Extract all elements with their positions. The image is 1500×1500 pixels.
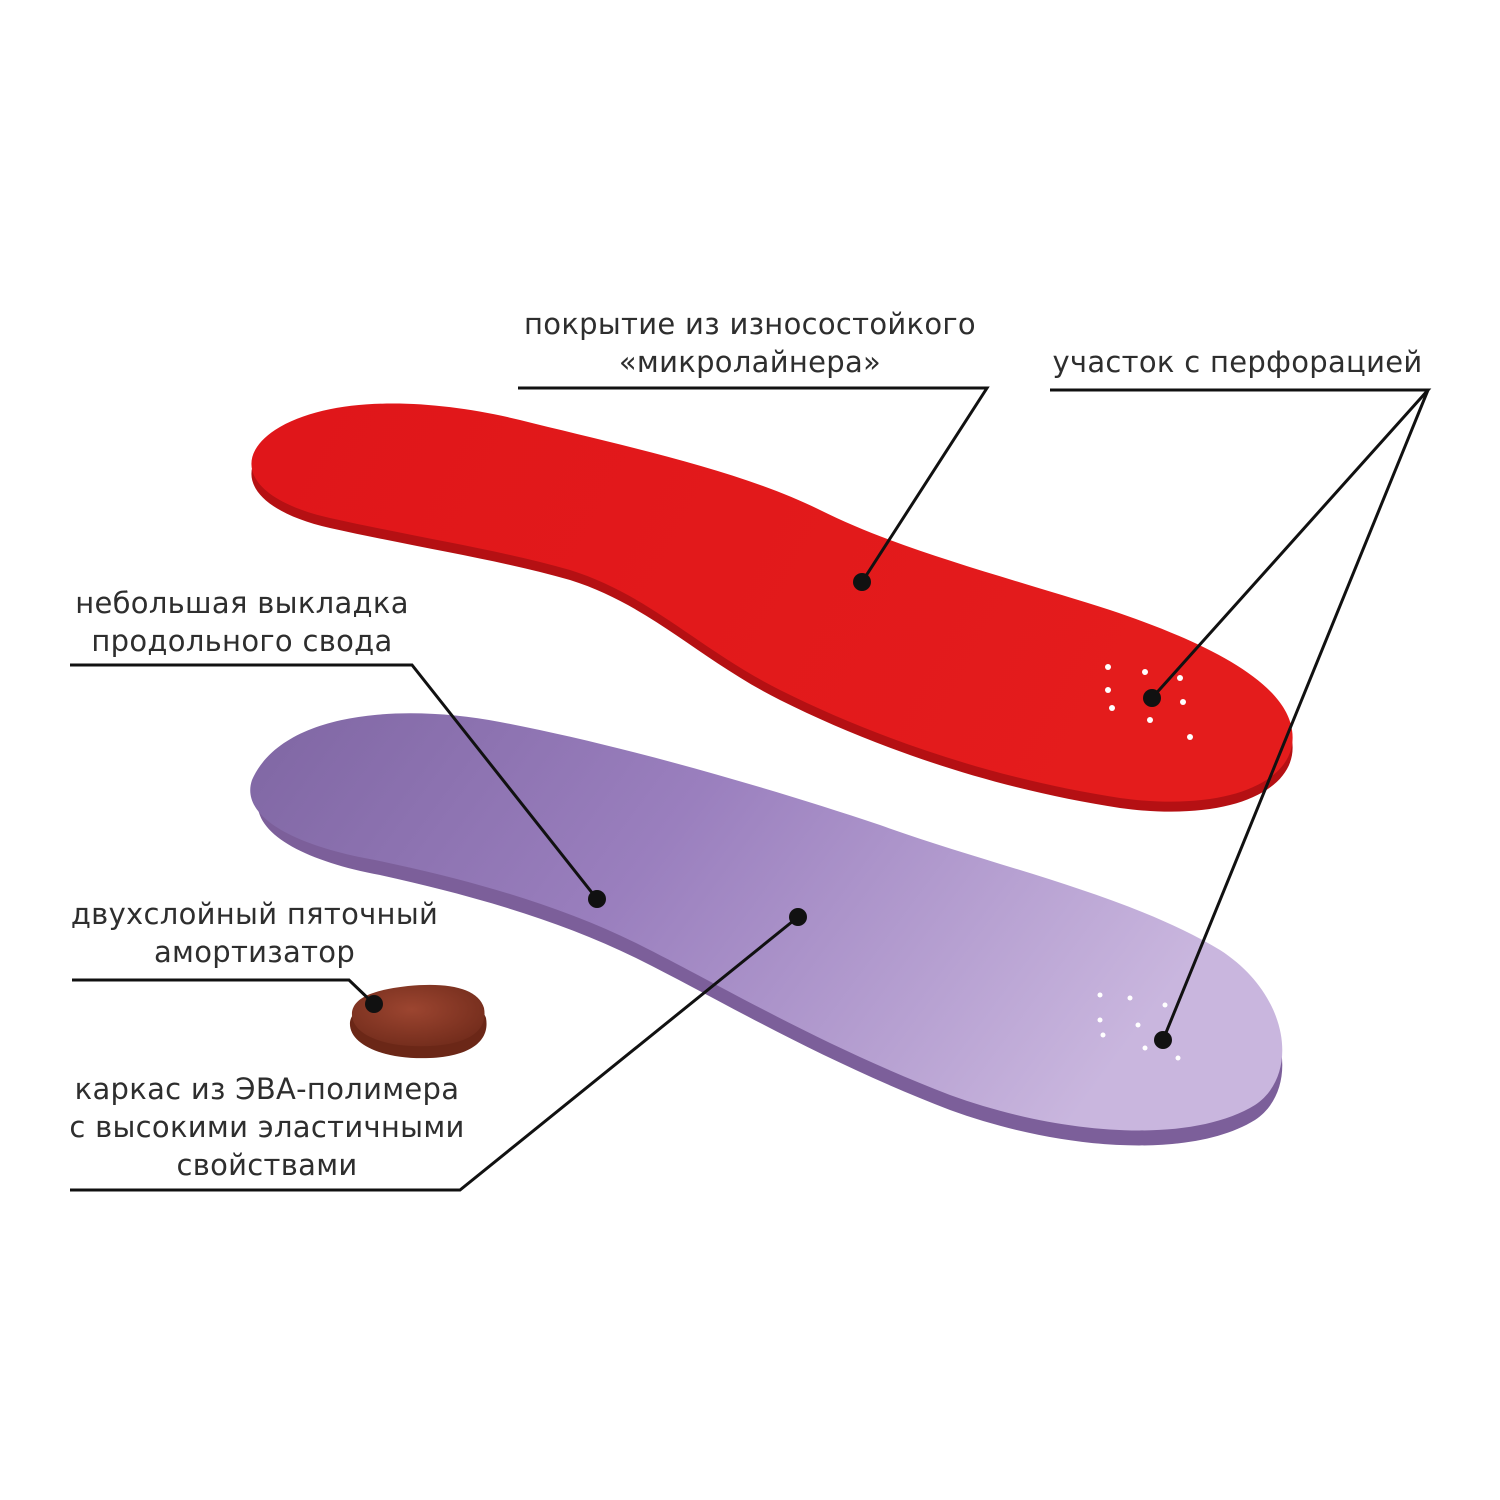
arch-label-line-2: продольного свода bbox=[62, 622, 422, 660]
cover-label-line-2: «микролайнера» bbox=[505, 343, 995, 381]
arch-label-line-1: небольшая выкладка bbox=[62, 584, 422, 622]
eva-frame-label: каркас из ЭВА-полимера с высокими эласти… bbox=[62, 1070, 472, 1184]
arch-support-label: небольшая выкладка продольного свода bbox=[62, 584, 422, 660]
frame-label-line-1: каркас из ЭВА-полимера bbox=[62, 1070, 472, 1108]
frame-label-line-3: свойствами bbox=[62, 1146, 472, 1184]
heel-label-line-2: амортизатор bbox=[62, 933, 447, 971]
perforation-label-line-1: участок с перфорацией bbox=[1040, 343, 1435, 381]
cover-leader-dot bbox=[853, 573, 871, 591]
frame-label-line-2: с высокими эластичными bbox=[62, 1108, 472, 1146]
heel-leader-dot bbox=[365, 995, 383, 1013]
heel-leader-line bbox=[72, 980, 374, 1004]
perforation-label: участок с перфорацией bbox=[1040, 343, 1435, 381]
cover-label: покрытие из износостойкого «микролайнера… bbox=[505, 305, 995, 381]
heel-label-line-1: двухслойный пяточный bbox=[62, 895, 447, 933]
heel-pad-top bbox=[352, 985, 485, 1046]
heel-absorber-label: двухслойный пяточный амортизатор bbox=[62, 895, 447, 971]
cover-perforation-leader-dot bbox=[1143, 689, 1161, 707]
cover-label-line-1: покрытие из износостойкого bbox=[505, 305, 995, 343]
arch-leader-dot bbox=[588, 890, 606, 908]
frame-leader-dot bbox=[789, 908, 807, 926]
frame-perforation-leader-dot bbox=[1154, 1031, 1172, 1049]
